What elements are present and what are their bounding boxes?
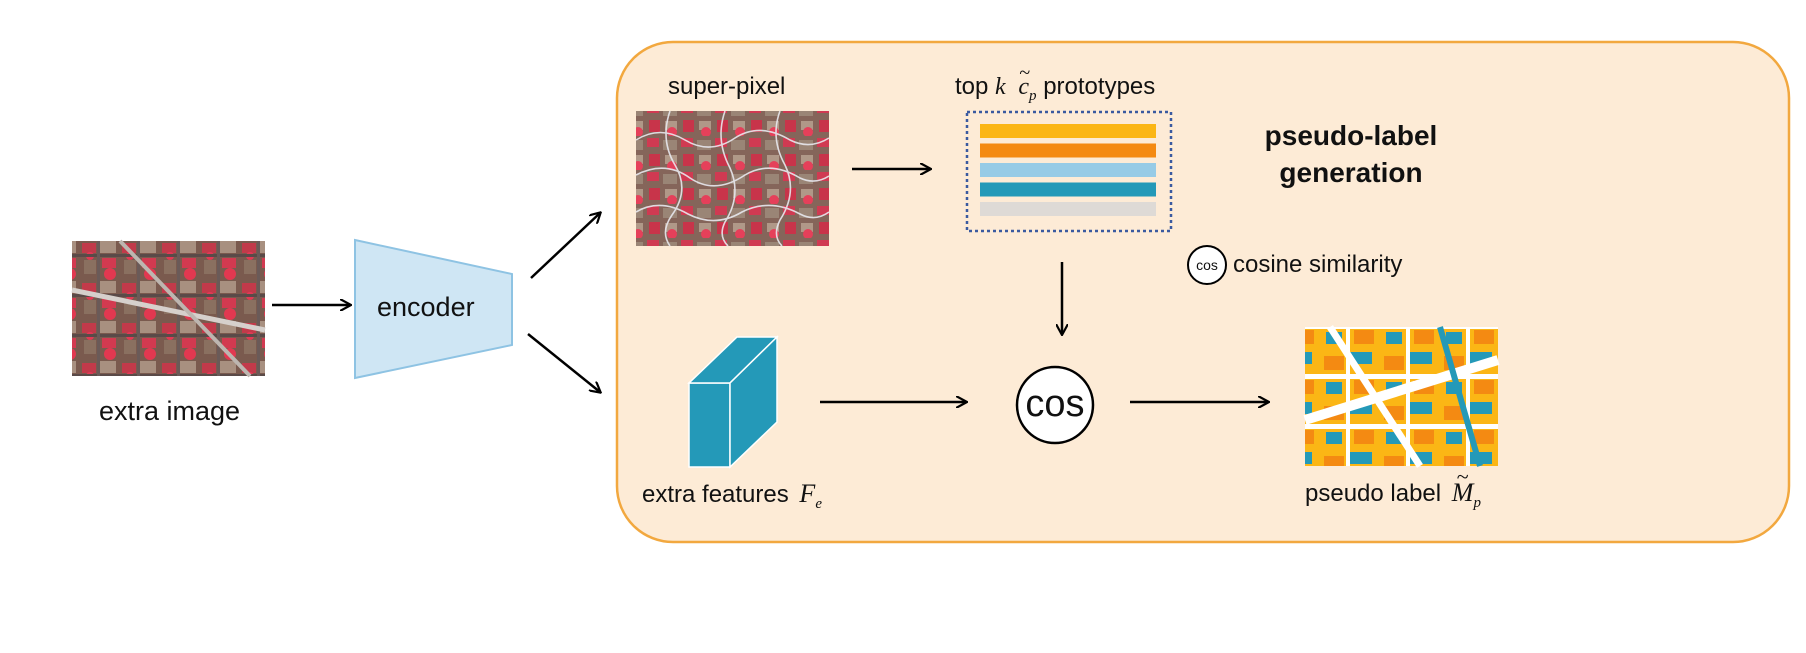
c-base: c (1018, 74, 1030, 100)
arrow-encoder-to-features (527, 333, 600, 392)
feature-cube (687, 335, 779, 469)
pseudo-label-label: pseudo label ~ Mp (1305, 464, 1481, 512)
prototype-bars (980, 124, 1156, 216)
encoder-label: encoder (377, 292, 475, 322)
prototype-bar (980, 124, 1156, 138)
superpixel-label: super-pixel (668, 73, 786, 100)
m-tilde-symbol: ~ Mp (1451, 464, 1481, 512)
k-symbol: k (995, 74, 1006, 100)
pseudo-label-text: pseudo label (1305, 480, 1442, 507)
f-e-symbol: Fe (799, 479, 822, 512)
extra-image-label: extra image (99, 396, 241, 426)
f-subscript: e (815, 496, 822, 512)
panel-title: pseudo-label generation (1256, 117, 1446, 191)
arrow-encoder-to-superpixel (530, 213, 600, 279)
prototype-bar (980, 202, 1156, 216)
panel-title-line2: generation (1279, 157, 1423, 188)
prototypes-label-prefix: top (955, 73, 989, 100)
c-subscript: p (1029, 88, 1037, 104)
c-tilde-symbol: ~ cp (1018, 62, 1037, 105)
prototype-bar (980, 163, 1156, 177)
cos-node (1015, 365, 1095, 445)
c-accent: ~ (1019, 62, 1031, 84)
legend-cos-icon (1187, 245, 1227, 285)
prototypes-box (965, 110, 1173, 233)
pseudo-label-map (1303, 325, 1500, 468)
extra-image (71, 239, 266, 378)
features-label: extra features Fe (642, 479, 822, 513)
f-base: F (799, 479, 816, 508)
prototype-bar (980, 182, 1156, 197)
features-label-text: extra features (642, 481, 789, 508)
m-accent: ~ (1456, 464, 1469, 489)
legend-label: cosine similarity (1233, 251, 1403, 278)
prototypes-label-suffix: prototypes (1043, 73, 1156, 100)
cos-node-text: cos (1025, 383, 1085, 425)
superpixel-image (635, 110, 830, 247)
encoder-block (354, 238, 513, 380)
prototype-bar (980, 143, 1156, 158)
panel-title-line1: pseudo-label (1264, 120, 1438, 151)
legend-icon-text: cos (1196, 257, 1218, 273)
m-subscript: p (1473, 495, 1481, 511)
m-base: M (1451, 478, 1474, 507)
prototypes-label: top k ~ cp prototypes (955, 62, 1156, 105)
